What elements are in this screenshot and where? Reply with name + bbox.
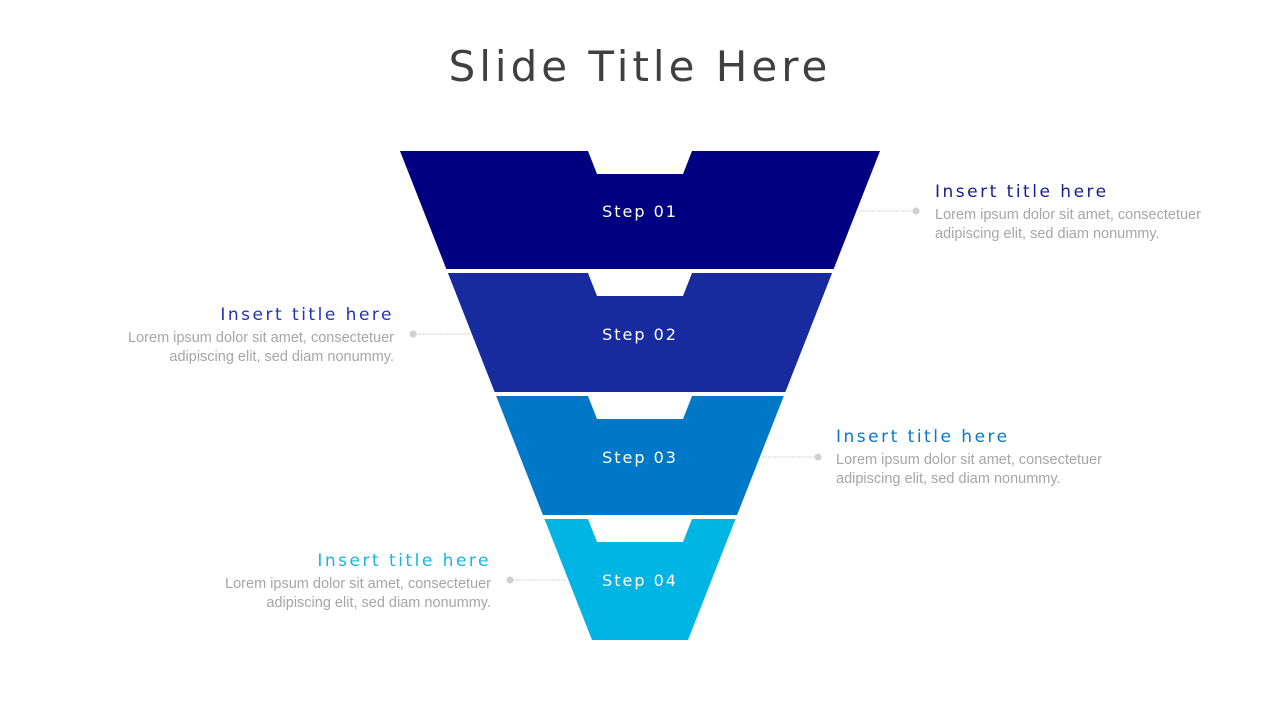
step-label: Step 04 [602,571,678,590]
note-body: adipiscing elit, sed diam nonummy. [836,471,1061,487]
funnel-segment [496,396,784,515]
note-body: adipiscing elit, sed diam nonummy. [935,226,1160,242]
note-body: Lorem ipsum dolor sit amet, consectetuer [128,330,394,346]
step-note: Insert title here Lorem ipsum dolor sit … [836,427,1156,489]
connector-dot [814,453,822,461]
connector-dot [409,330,417,338]
note-body: adipiscing elit, sed diam nonummy. [169,349,394,365]
funnel-segment [400,151,880,269]
step-note: Insert title here Lorem ipsum dolor sit … [74,305,394,367]
connector-dot [506,576,514,584]
note-body: Lorem ipsum dolor sit amet, consectetuer [935,207,1201,223]
note-body: Lorem ipsum dolor sit amet, consectetuer [836,452,1102,468]
note-title: Insert title here [836,427,1010,447]
funnel-segment [544,519,736,640]
slide-title: Slide Title Here [448,42,832,91]
step-label: Step 02 [602,325,678,344]
note-title: Insert title here [220,305,394,325]
step-note: Insert title here Lorem ipsum dolor sit … [171,551,491,613]
note-body: Lorem ipsum dolor sit amet, consectetuer [225,576,491,592]
step-note: Insert title here Lorem ipsum dolor sit … [935,182,1255,244]
funnel-segment [447,273,833,392]
connector-dot [912,207,920,215]
step-label: Step 01 [602,202,678,221]
note-body: adipiscing elit, sed diam nonummy. [266,595,491,611]
note-title: Insert title here [935,182,1109,202]
note-title: Insert title here [317,551,491,571]
step-label: Step 03 [602,448,678,467]
